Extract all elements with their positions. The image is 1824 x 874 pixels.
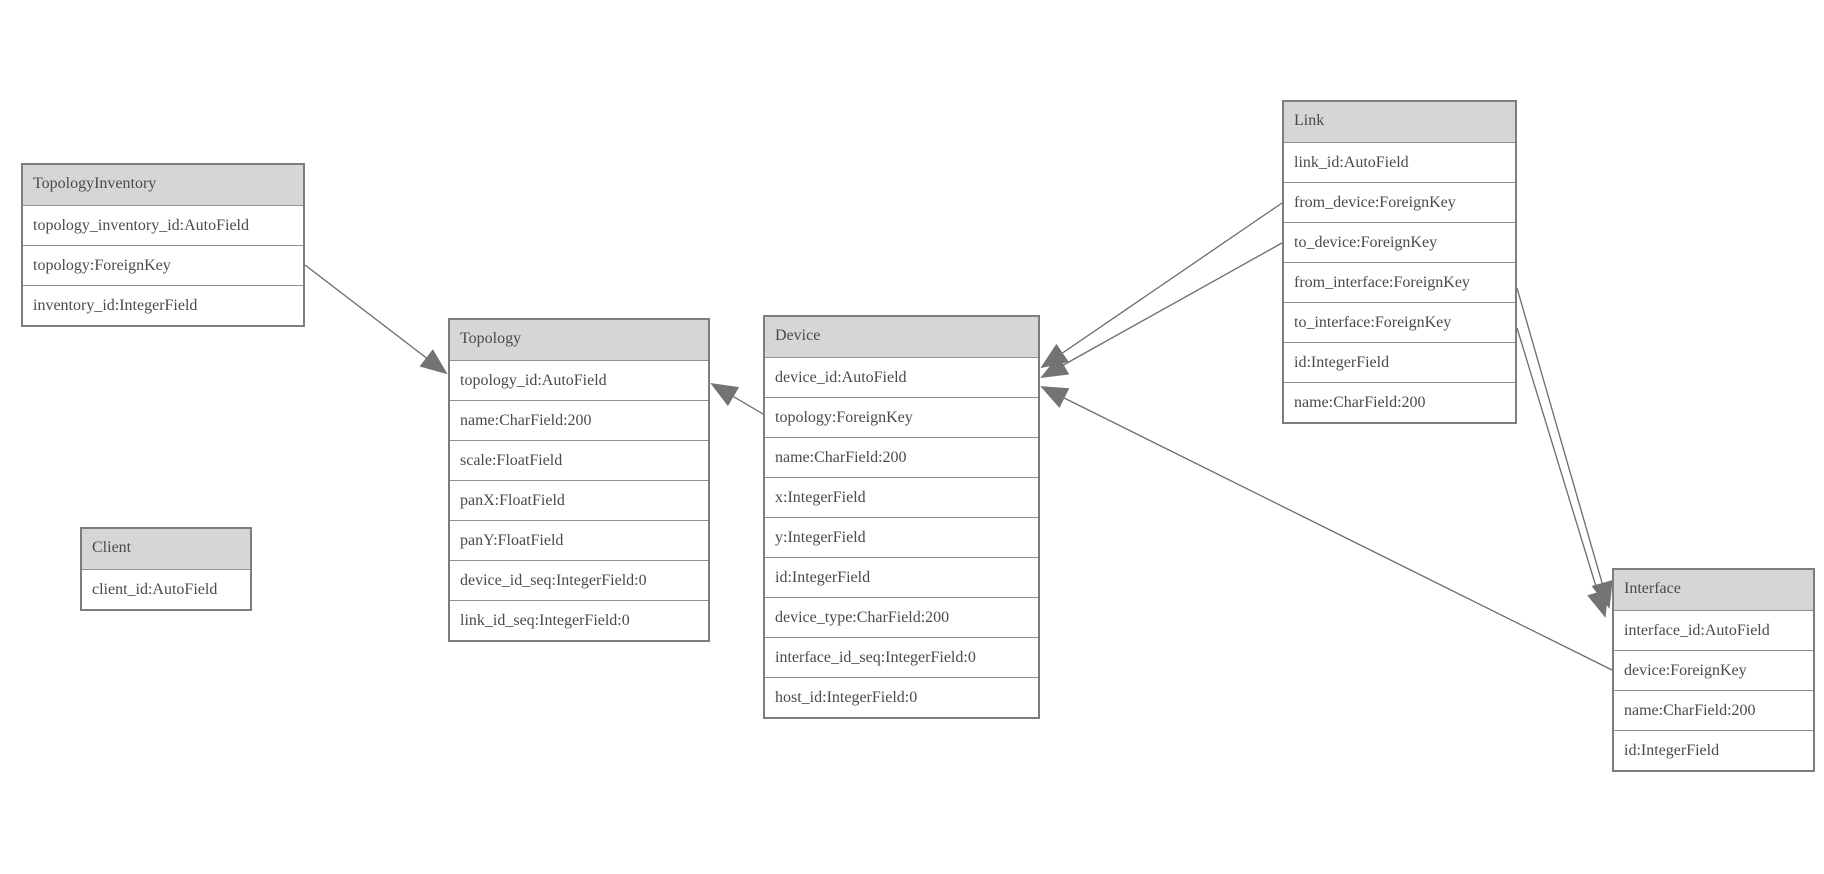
entity-field-row: topology:ForeignKey	[23, 245, 303, 285]
entity-field-row: name:CharField:200	[450, 400, 708, 440]
entity-field-row: interface_id:AutoField	[1614, 610, 1813, 650]
entity-field-row: name:CharField:200	[1284, 382, 1515, 422]
entity-field-row: device:ForeignKey	[1614, 650, 1813, 690]
edge-link-from-device-to-device	[1040, 202, 1283, 369]
entity-field-row: link_id:AutoField	[1284, 142, 1515, 182]
entity-field-row: id:IntegerField	[1284, 342, 1515, 382]
entity-field-row: y:IntegerField	[765, 517, 1038, 557]
entity-field-row: scale:FloatField	[450, 440, 708, 480]
entity-header-device: Device	[765, 317, 1038, 357]
entity-field-row: host_id:IntegerField:0	[765, 677, 1038, 717]
edge-link-to-interface-to-interface	[1516, 327, 1609, 618]
entity-field-row: topology_inventory_id:AutoField	[23, 205, 303, 245]
entity-field-row: from_device:ForeignKey	[1284, 182, 1515, 222]
entity-field-row: to_interface:ForeignKey	[1284, 302, 1515, 342]
entity-field-row: device_type:CharField:200	[765, 597, 1038, 637]
entity-field-row: device_id:AutoField	[765, 357, 1038, 397]
edge-device-to-topology	[710, 382, 764, 415]
entity-field-row: from_interface:ForeignKey	[1284, 262, 1515, 302]
entity-field-row: topology:ForeignKey	[765, 397, 1038, 437]
entity-field-row: name:CharField:200	[765, 437, 1038, 477]
entity-field-row: x:IntegerField	[765, 477, 1038, 517]
entity-field-row: inventory_id:IntegerField	[23, 285, 303, 325]
entity-field-row: link_id_seq:IntegerField:0	[450, 600, 708, 640]
entity-header-client: Client	[82, 529, 250, 569]
entity-field-row: client_id:AutoField	[82, 569, 250, 609]
entity-field-row: panX:FloatField	[450, 480, 708, 520]
entity-field-row: device_id_seq:IntegerField:0	[450, 560, 708, 600]
edge-topologyinventory-to-topology	[304, 264, 448, 375]
entity-field-row: name:CharField:200	[1614, 690, 1813, 730]
entity-field-row: to_device:ForeignKey	[1284, 222, 1515, 262]
entity-field-row: id:IntegerField	[765, 557, 1038, 597]
edge-interface-device-to-device	[1040, 386, 1613, 671]
edge-link-from-interface-to-interface	[1516, 287, 1613, 609]
entity-field-row: panY:FloatField	[450, 520, 708, 560]
entity-field-row: id:IntegerField	[1614, 730, 1813, 770]
entity-header-interface: Interface	[1614, 570, 1813, 610]
entity-header-topologyinventory: TopologyInventory	[23, 165, 303, 205]
edge-link-to-device-to-device	[1040, 242, 1283, 378]
entity-field-row: interface_id_seq:IntegerField:0	[765, 637, 1038, 677]
entity-header-topology: Topology	[450, 320, 708, 360]
entity-header-link: Link	[1284, 102, 1515, 142]
entity-field-row: topology_id:AutoField	[450, 360, 708, 400]
